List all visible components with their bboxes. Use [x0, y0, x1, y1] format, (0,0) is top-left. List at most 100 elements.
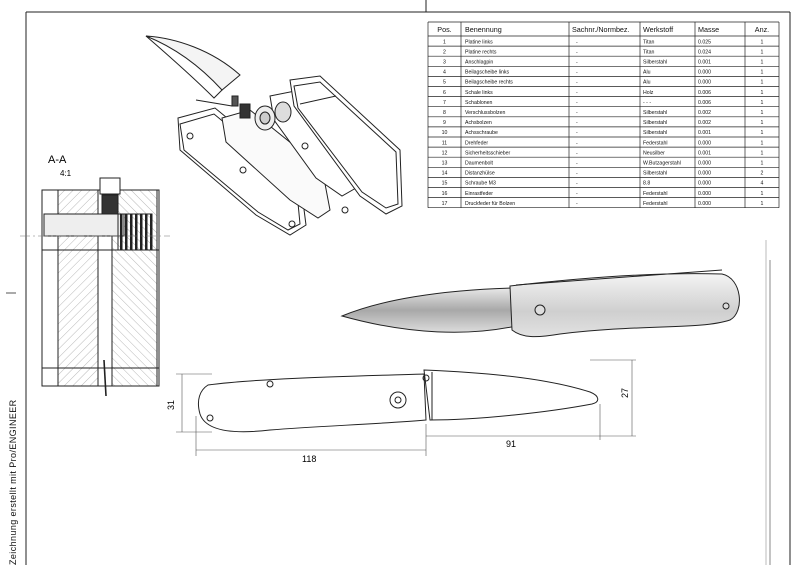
table-cell: 0.000 [698, 191, 711, 197]
table-cell: - [576, 140, 578, 146]
knife-side-view [176, 359, 636, 456]
dim-length-total: 118 [302, 454, 316, 464]
table-cell: Beilagscheibe links [465, 70, 510, 76]
side-note-text: Zeichnung erstellt mit Pro/ENGINEER [8, 399, 18, 565]
table-header-cell: Werkstoff [643, 25, 673, 34]
table-cell: 13 [442, 161, 448, 167]
table-cell: 1 [761, 49, 764, 55]
table-cell: 14 [442, 171, 448, 177]
table-cell: 0.001 [698, 60, 711, 66]
table-cell: - [576, 110, 578, 116]
table-cell: Einrastfeder [465, 191, 493, 197]
table-cell: 8 [443, 110, 446, 116]
table-cell: 0.000 [698, 201, 711, 207]
table-cell: - [576, 130, 578, 136]
dim-blade-length: 91 [506, 439, 516, 449]
parts-list-table: Pos. Benennung Sachnr./Normbez. Werkstoff Ma… [427, 21, 780, 209]
table-cell: Silberstahl [643, 60, 667, 66]
table-cell: Beilagscheibe rechts [465, 80, 513, 86]
table-cell: 0.024 [698, 49, 711, 55]
table-cell: Silberstahl [643, 171, 667, 177]
table-cell: 15 [442, 181, 448, 187]
dim-blade-height: 27 [620, 388, 630, 398]
table-cell: Federstahl [643, 140, 668, 146]
table-cell: - [576, 60, 578, 66]
table-cell: Alu [643, 70, 651, 76]
table-cell: Achsschraube [465, 130, 498, 136]
knife-3d-view [340, 269, 740, 338]
table-cell: - - - [643, 100, 651, 106]
table-cell: - [576, 201, 578, 207]
table-cell: 1 [761, 150, 764, 156]
table-cell: Platine links [465, 39, 493, 45]
table-cell: 1 [761, 70, 764, 76]
table-cell: Silberstahl [643, 130, 667, 136]
table-header-cell: Pos. [437, 25, 451, 34]
section-view-a-a [20, 177, 170, 397]
table-cell: - [576, 191, 578, 197]
table-cell: 1 [761, 100, 764, 106]
table-cell: Silberstahl [643, 110, 667, 116]
table-cell: 1 [443, 39, 446, 45]
exploded-view [145, 35, 403, 236]
table-cell: 7 [443, 100, 446, 106]
table-cell: 0.006 [698, 100, 711, 106]
side-note: Zeichnung erstellt mit Pro/ENGINEER [0, 399, 18, 565]
table-cell: Federstahl [643, 201, 668, 207]
table-cell: Holz [643, 90, 654, 96]
table-cell: 0.001 [698, 130, 711, 136]
table-cell: Alu [643, 80, 651, 86]
table-cell: - [576, 150, 578, 156]
table-cell: 3 [443, 60, 446, 66]
table-cell: 1 [761, 120, 764, 126]
table-cell: Schale links [465, 90, 493, 96]
table-cell: 4 [761, 181, 764, 187]
table-cell: 0.025 [698, 39, 711, 45]
table-cell: 1 [761, 90, 764, 96]
table-cell: Neusilber [643, 150, 665, 156]
table-cell: 1 [761, 110, 764, 116]
table-cell: Platine rechts [465, 49, 497, 55]
table-cell: 2 [443, 49, 446, 55]
table-cell: Schablonen [465, 100, 493, 106]
dim-handle-height: 31 [166, 400, 176, 410]
table-cell: Daumenbolt [465, 161, 494, 167]
table-cell: 0.000 [698, 140, 711, 146]
table-cell: 1 [761, 191, 764, 197]
table-cell: - [576, 90, 578, 96]
table-cell: 11 [442, 140, 447, 146]
table-header-cell: Benennung [465, 25, 502, 34]
table-header-cell: Masse [698, 25, 719, 34]
table-cell: 1 [761, 60, 764, 66]
table-cell: Sicherheitsschieber [465, 150, 511, 156]
table-cell: - [576, 49, 578, 55]
table-cell: Achsbolzen [465, 120, 492, 126]
table-cell: 0.000 [698, 80, 711, 86]
table-cell: 4 [443, 70, 446, 76]
table-cell: 0.001 [698, 150, 711, 156]
table-cell: 17 [442, 201, 448, 207]
table-cell: 0.002 [698, 110, 711, 116]
table-cell: 5 [443, 80, 446, 86]
table-cell: 9 [443, 120, 446, 126]
table-cell: 0.002 [698, 120, 711, 126]
table-header-cell: Sachnr./Normbez. [572, 25, 630, 34]
table-cell: 1 [761, 201, 764, 207]
table-cell: 10 [442, 130, 448, 136]
table-cell: 2 [761, 171, 764, 177]
table-cell: 16 [442, 191, 448, 197]
table-cell: Titan [643, 39, 654, 45]
table-cell: 0.000 [698, 70, 711, 76]
table-cell: 1 [761, 39, 764, 45]
table-cell: Titan [643, 49, 654, 55]
table-cell: Druckfeder für Bolzen [465, 201, 515, 207]
table-cell: 6 [443, 90, 446, 96]
table-cell: - [576, 39, 578, 45]
section-scale: 4:1 [60, 169, 72, 178]
table-cell: 0.000 [698, 181, 711, 187]
table-cell: 0.000 [698, 161, 711, 167]
table-cell: W.Butzagerstahl [643, 161, 681, 167]
table-cell: Verschlussbolzen [465, 110, 505, 116]
table-cell: - [576, 161, 578, 167]
